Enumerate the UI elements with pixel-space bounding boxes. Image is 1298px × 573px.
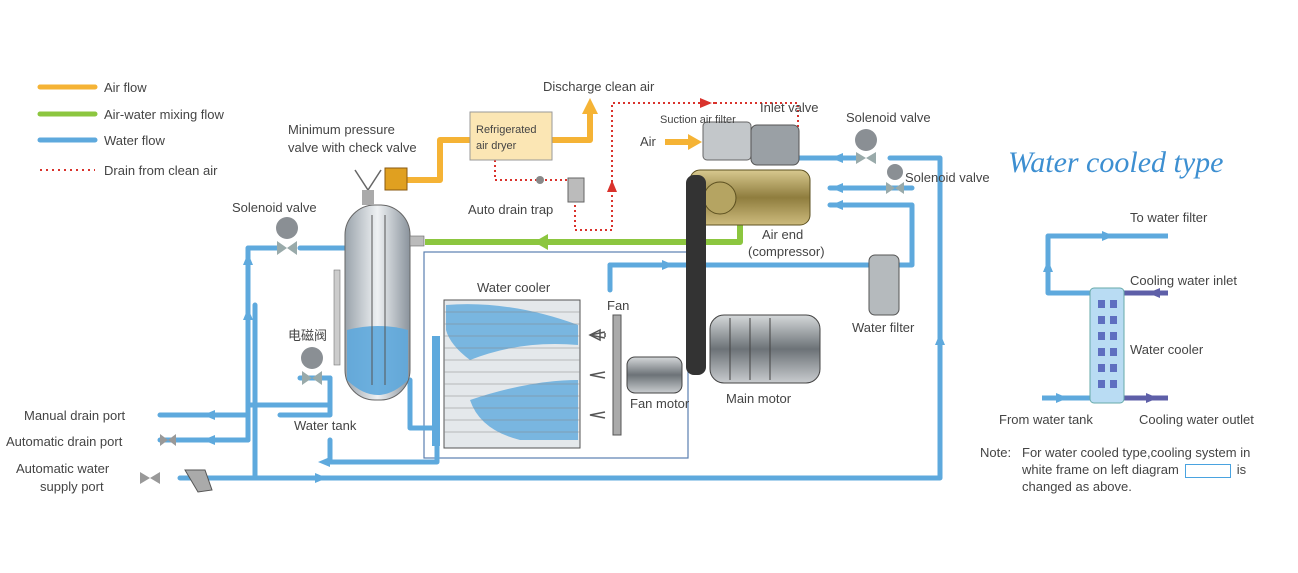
min-pressure-valve [354, 167, 408, 205]
inset-label-from-tank: From water tank [999, 412, 1093, 427]
label-min-pressure-1: Minimum pressure [288, 122, 395, 137]
legend: Air flow Air-water mixing flow Water flo… [37, 80, 225, 178]
auto-drain-trap [536, 176, 585, 203]
inset-label-water-cooler: Water cooler [1130, 342, 1204, 357]
legend-label-mix: Air-water mixing flow [104, 107, 225, 122]
label-manual-drain: Manual drain port [24, 408, 126, 423]
label-auto-water-1: Automatic water [16, 461, 110, 476]
solenoid-valve-right [886, 164, 904, 194]
solenoid-valve-left [276, 217, 298, 255]
inset-label-cooling-inlet: Cooling water inlet [1130, 273, 1237, 288]
label-discharge: Discharge clean air [543, 79, 655, 94]
label-inlet-valve: Inlet valve [760, 100, 819, 115]
air-end-compressor [689, 169, 811, 226]
label-fan: Fan [607, 298, 629, 313]
note-line2b: is [1236, 462, 1247, 477]
water-filter [868, 254, 900, 316]
label-air-end-1: Air end [762, 227, 803, 242]
note-prefix: Note: [980, 445, 1012, 460]
label-main-motor: Main motor [726, 391, 792, 406]
label-air-end-2: (compressor) [748, 244, 825, 259]
label-water-filter: Water filter [852, 320, 915, 335]
legend-label-air: Air flow [104, 80, 147, 95]
inset-diagram [1042, 231, 1168, 404]
inset-label-cooling-outlet: Cooling water outlet [1139, 412, 1254, 427]
note-line3: changed as above. [1022, 479, 1132, 494]
label-solenoid-left: Solenoid valve [232, 200, 317, 215]
drive-belt [686, 175, 706, 375]
air-pipes [405, 98, 702, 183]
label-solenoid-right: Solenoid valve [905, 170, 990, 185]
solenoid-valve-lower [301, 347, 323, 385]
refrigerated-dryer [469, 111, 553, 161]
note-line1: For water cooled type,cooling system in [1022, 445, 1251, 460]
water-cooler-radiator [432, 299, 581, 449]
water-arrows [203, 153, 945, 483]
drain-lines [494, 102, 799, 231]
drain-arrows [607, 98, 712, 192]
label-auto-drain: Automatic drain port [6, 434, 123, 449]
label-auto-drain-trap: Auto drain trap [468, 202, 553, 217]
fan [588, 314, 622, 436]
label-water-tank: Water tank [294, 418, 357, 433]
label-solenoid-top: Solenoid valve [846, 110, 931, 125]
mix-pipe [425, 220, 743, 250]
label-air: Air [640, 134, 657, 149]
label-cn-solenoid: 电磁阀 [288, 328, 327, 343]
main-motor [709, 314, 821, 384]
dryer-label-1: Refrigerated [476, 124, 537, 136]
label-suction-filter: Suction air filter [660, 114, 736, 126]
legend-label-water: Water flow [104, 133, 166, 148]
supply-strainer [140, 434, 213, 493]
label-min-pressure-2: valve with check valve [288, 140, 417, 155]
solenoid-valve-top [855, 129, 877, 164]
label-auto-water-2: supply port [40, 479, 104, 494]
inset-label-to-filter: To water filter [1130, 210, 1208, 225]
separator-tank [333, 204, 425, 401]
suction-filter [702, 121, 800, 166]
dryer-label-2: air dryer [476, 140, 517, 152]
white-frame-symbol [1184, 463, 1231, 478]
note: Note: For water cooled type,cooling syste… [980, 444, 1280, 495]
note-line2a: white frame on left diagram [1022, 462, 1179, 477]
diagram-title: Water cooled type [1008, 146, 1224, 179]
label-fan-motor: Fan motor [630, 396, 690, 411]
legend-label-drain: Drain from clean air [104, 163, 218, 178]
label-water-cooler: Water cooler [477, 280, 551, 295]
fan-motor [626, 356, 683, 394]
